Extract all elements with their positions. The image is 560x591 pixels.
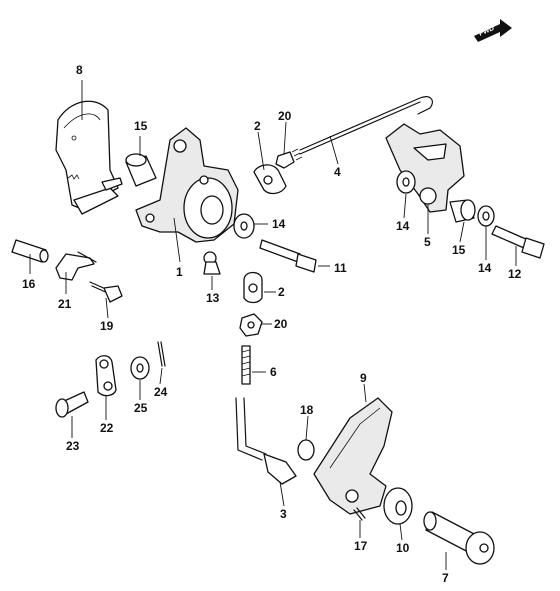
part-2-ball-joint-upper <box>253 164 287 195</box>
part-3-cable-end <box>235 397 297 485</box>
label-21: 21 <box>58 297 72 311</box>
part-21-clip <box>55 251 97 281</box>
part-6-threaded-rod <box>241 345 251 385</box>
part-19-screw <box>89 281 123 303</box>
part-24-cotter-pin <box>157 341 166 367</box>
part-22-link <box>95 355 117 397</box>
label-13: 13 <box>206 291 220 305</box>
part-14-washer-right-lower <box>477 205 495 227</box>
label-15: 15 <box>134 119 148 133</box>
part-4-rod <box>291 96 433 161</box>
label-22: 22 <box>100 421 114 435</box>
label-14-right-lower: 14 <box>478 261 492 275</box>
label-20-upper: 20 <box>278 109 292 123</box>
part-12-bolt <box>491 225 545 259</box>
label-6: 6 <box>270 365 277 379</box>
part-10-bushing <box>383 487 413 525</box>
part-14-washer-center <box>233 213 255 239</box>
label-7: 7 <box>442 571 449 585</box>
part-9-sector-lever <box>313 397 393 515</box>
part-16-pin <box>11 239 49 263</box>
part-25-washer <box>130 356 150 380</box>
label-25: 25 <box>134 401 148 415</box>
part-20-nut-upper <box>275 151 295 169</box>
label-19: 19 <box>100 319 114 333</box>
label-15-right: 15 <box>452 243 466 257</box>
label-23: 23 <box>66 439 80 453</box>
part-13-ball-stud <box>203 251 221 275</box>
label-14-center: 14 <box>272 217 286 231</box>
label-4: 4 <box>334 165 341 179</box>
label-20-lower: 20 <box>274 317 288 331</box>
part-7-shaft <box>423 511 495 565</box>
label-16: 16 <box>22 277 36 291</box>
part-8-bracket <box>55 100 123 215</box>
part-18-collar <box>297 439 315 461</box>
part-11-bolt <box>259 239 317 273</box>
part-14-washer-right-upper <box>396 170 416 194</box>
part-23-clevis-pin <box>55 391 89 418</box>
label-12: 12 <box>508 267 522 281</box>
part-1-cam-lever <box>135 127 239 243</box>
part-20-nut-lower <box>239 313 263 337</box>
label-3: 3 <box>280 507 287 521</box>
label-17: 17 <box>354 539 368 553</box>
part-15-bushing-left <box>125 153 157 187</box>
part-17-cotter-pin <box>353 507 366 521</box>
label-1: 1 <box>176 265 183 279</box>
fwd-badge: FWD <box>474 19 512 42</box>
label-5: 5 <box>424 235 431 249</box>
label-11: 11 <box>334 261 347 275</box>
label-9: 9 <box>360 371 367 385</box>
part-5-lever <box>385 123 465 213</box>
label-2-lower: 2 <box>278 285 285 299</box>
part-2-ball-joint-lower <box>243 271 263 304</box>
leader-lines <box>29 80 517 570</box>
label-18: 18 <box>300 403 314 417</box>
label-8: 8 <box>76 63 83 77</box>
label-2-upper: 2 <box>254 119 261 133</box>
part-15-bushing-right <box>449 199 476 223</box>
label-14-right-upper: 14 <box>396 219 410 233</box>
label-10: 10 <box>396 541 410 555</box>
label-24: 24 <box>154 385 168 399</box>
